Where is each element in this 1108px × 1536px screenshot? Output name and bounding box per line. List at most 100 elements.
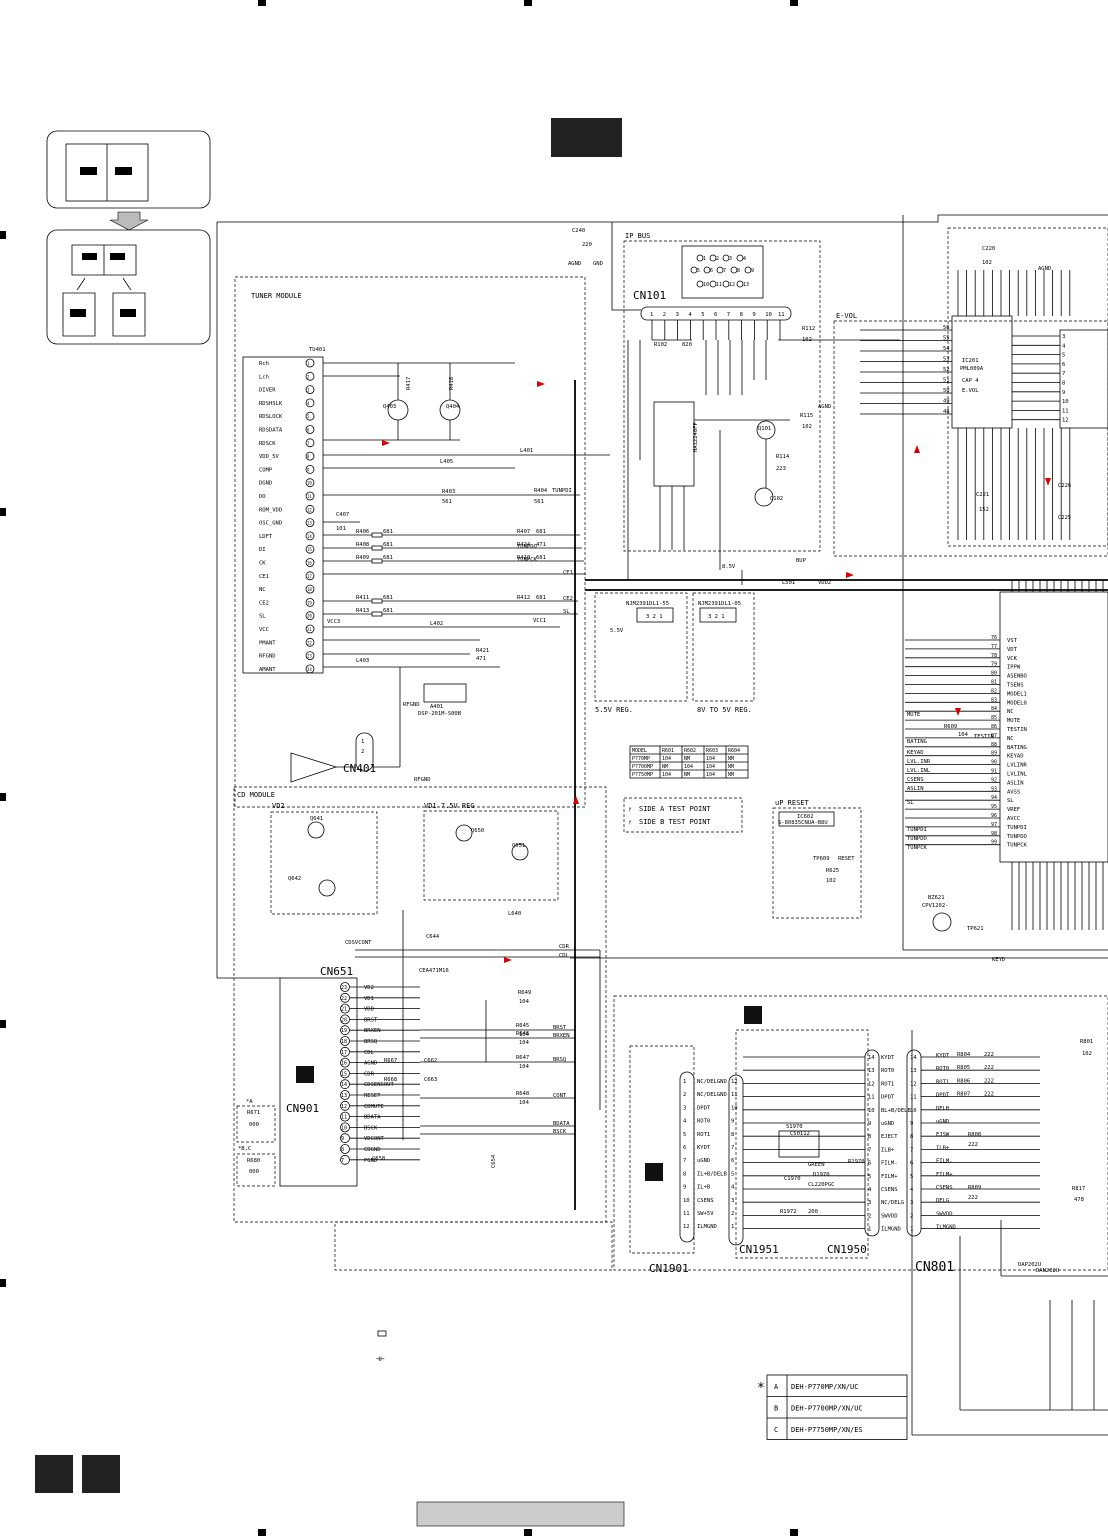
cn651-pin	[340, 1090, 350, 1100]
resistor-label: R647	[516, 1055, 529, 1061]
resistor-label: R409	[356, 555, 369, 561]
cn651-pin-label: CDR	[364, 1071, 375, 1077]
resistor-value: 681	[536, 555, 546, 561]
r114-label: R114	[776, 454, 790, 460]
cn651-pin	[340, 1036, 350, 1046]
cn801-net-label: uGND	[936, 1119, 949, 1125]
tuner-pin	[305, 358, 315, 368]
cn651-pin-number: 18	[341, 1039, 347, 1045]
cn1901-pin-label: NC/DELGND	[697, 1079, 727, 1085]
model-table-cell: R604	[728, 748, 740, 754]
tuner-pin	[305, 664, 315, 674]
cn651-pin-number: 13	[341, 1093, 347, 1099]
svg-text:561: 561	[442, 499, 452, 505]
resistor-value: 222	[984, 1078, 994, 1084]
model-table-cell: R602	[684, 748, 696, 754]
page-marker-left	[35, 1455, 73, 1493]
cn651-pin-number: 15	[341, 1071, 347, 1077]
variant-key: B	[774, 1405, 778, 1413]
evol-right-block	[1059, 329, 1108, 429]
cn651-pin-label: AGND	[364, 1061, 377, 1067]
sl-net: SL	[563, 609, 570, 615]
resistor	[371, 558, 383, 564]
cn1950-pin-number: 13	[868, 1068, 875, 1074]
cn1950-pin-number: 8	[868, 1134, 871, 1140]
resistor-value: 104	[519, 1040, 530, 1046]
tuner-pin	[305, 544, 315, 554]
micro-pin-number: 86	[991, 724, 997, 730]
tuner-pin-number: 7	[307, 441, 310, 446]
micro-pin-label: ASLIN	[1007, 780, 1024, 786]
cn1950-pin-number: 2	[868, 1213, 871, 1219]
svg-text:471: 471	[476, 656, 486, 662]
cn651-pin-label: CDMUTE	[364, 1104, 384, 1110]
cn651-label: CN651	[320, 965, 353, 978]
resistor-value: 681	[536, 529, 546, 535]
tuner-pin	[305, 571, 315, 581]
ic420-body	[636, 607, 674, 623]
vdd2-label: VDD2	[818, 580, 831, 586]
micro-pin-label: MODEL1	[1007, 691, 1027, 697]
cn801-net-label: FILM+	[936, 1172, 953, 1178]
cn401-body	[355, 732, 374, 772]
tuner-module-box	[234, 276, 586, 808]
evol-output-pin: 7	[1062, 371, 1065, 377]
ip-bus-pin-number: 2	[716, 256, 719, 262]
cn651-pin-label: BDATA	[364, 1115, 381, 1121]
cn651-pin	[340, 1133, 350, 1144]
cn651-pin-number: 16	[341, 1061, 347, 1067]
resistor-label: R412	[517, 595, 530, 601]
model-table-cell: R603	[706, 748, 718, 754]
micro-pin-number: 95	[991, 804, 997, 810]
model-table-cell: 104	[706, 772, 715, 778]
tuner-module-label: TUNER MODULE	[251, 292, 302, 300]
c221-label: C221	[976, 492, 989, 498]
cn1950-pin-number: 6	[868, 1161, 871, 1167]
cn1950-pin-label: DPDT	[881, 1095, 895, 1101]
micro-pin-label: IPPW	[1007, 665, 1021, 671]
signal-flow-arrows	[382, 381, 1051, 963]
reg-8to5-label: 8V TO 5V REG.	[697, 706, 752, 714]
cd-net-label: BSCK	[553, 1129, 567, 1135]
cn651-pin-label: VDD	[364, 1007, 374, 1013]
c654-label: C654	[491, 1154, 497, 1168]
evol-pin-number: 52	[943, 367, 950, 373]
tuner-pin-label: RDSLOCK	[259, 414, 283, 420]
tuner-pin	[305, 438, 315, 448]
ip-bus-label: IP BUS	[625, 232, 650, 240]
c644-part: CEA471M16	[419, 968, 449, 974]
tuner-pin-number: 3	[307, 388, 310, 393]
resistor-label: R667	[384, 1058, 397, 1064]
tuner-pin-number: 10	[307, 481, 312, 486]
cn1901-pin-label: uGND	[697, 1158, 710, 1164]
micro-pin-label: TSENS	[1007, 683, 1024, 689]
svg-text:102: 102	[1082, 1051, 1092, 1057]
cn1901-pin-number: 4	[683, 1119, 687, 1125]
svg-text:000: 000	[249, 1122, 259, 1128]
cn1901-pin-number: 9	[683, 1185, 686, 1191]
tp621-label: TP621	[967, 926, 984, 932]
cn651-pin-number: 20	[341, 1017, 347, 1023]
cn651-pin-number: 19	[341, 1028, 347, 1034]
r421-label: R421	[476, 648, 489, 654]
r817-label: R817	[1072, 1186, 1085, 1192]
cn101-pin-number: 7	[727, 312, 730, 318]
variant-key: C	[774, 1426, 778, 1434]
q403-symbol	[387, 399, 409, 421]
micro-pin-number: 89	[991, 751, 997, 757]
cn801-net-label: ILB+	[936, 1145, 950, 1151]
cn801-net-label: DELB	[936, 1106, 950, 1112]
cn1950-pin-number: 12	[868, 1081, 875, 1087]
tunpdo-tuner: TUNPDO	[517, 544, 537, 550]
tuner-pin-number: 12	[307, 507, 312, 512]
cn1950-pin-label: ROT1	[881, 1081, 894, 1087]
l405-label: L405	[440, 459, 453, 465]
tuner-pin-number: 14	[307, 534, 312, 539]
resistor-value: 471	[536, 542, 546, 548]
tuner-pin-label: LDFT	[259, 534, 273, 540]
resistor-value: 222	[968, 1142, 978, 1148]
cn1901-pin-label: ROT0	[697, 1119, 710, 1125]
ip-bus-box	[623, 240, 821, 552]
